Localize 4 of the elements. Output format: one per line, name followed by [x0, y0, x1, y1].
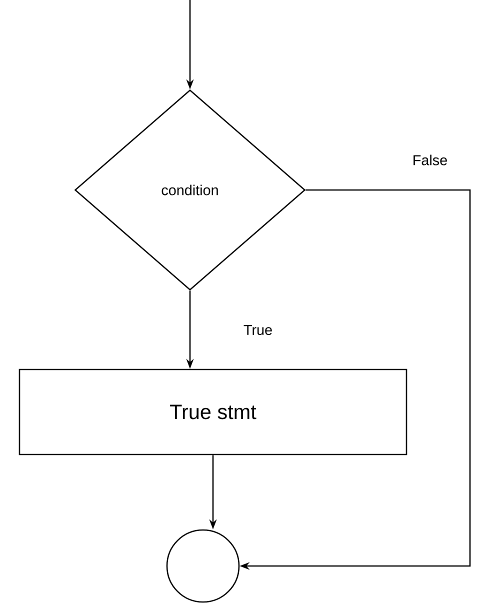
edge-label: True — [241, 322, 275, 338]
edge-label: False — [410, 152, 450, 168]
connector-circle — [166, 529, 240, 603]
process-box: True stmt — [18, 368, 408, 456]
